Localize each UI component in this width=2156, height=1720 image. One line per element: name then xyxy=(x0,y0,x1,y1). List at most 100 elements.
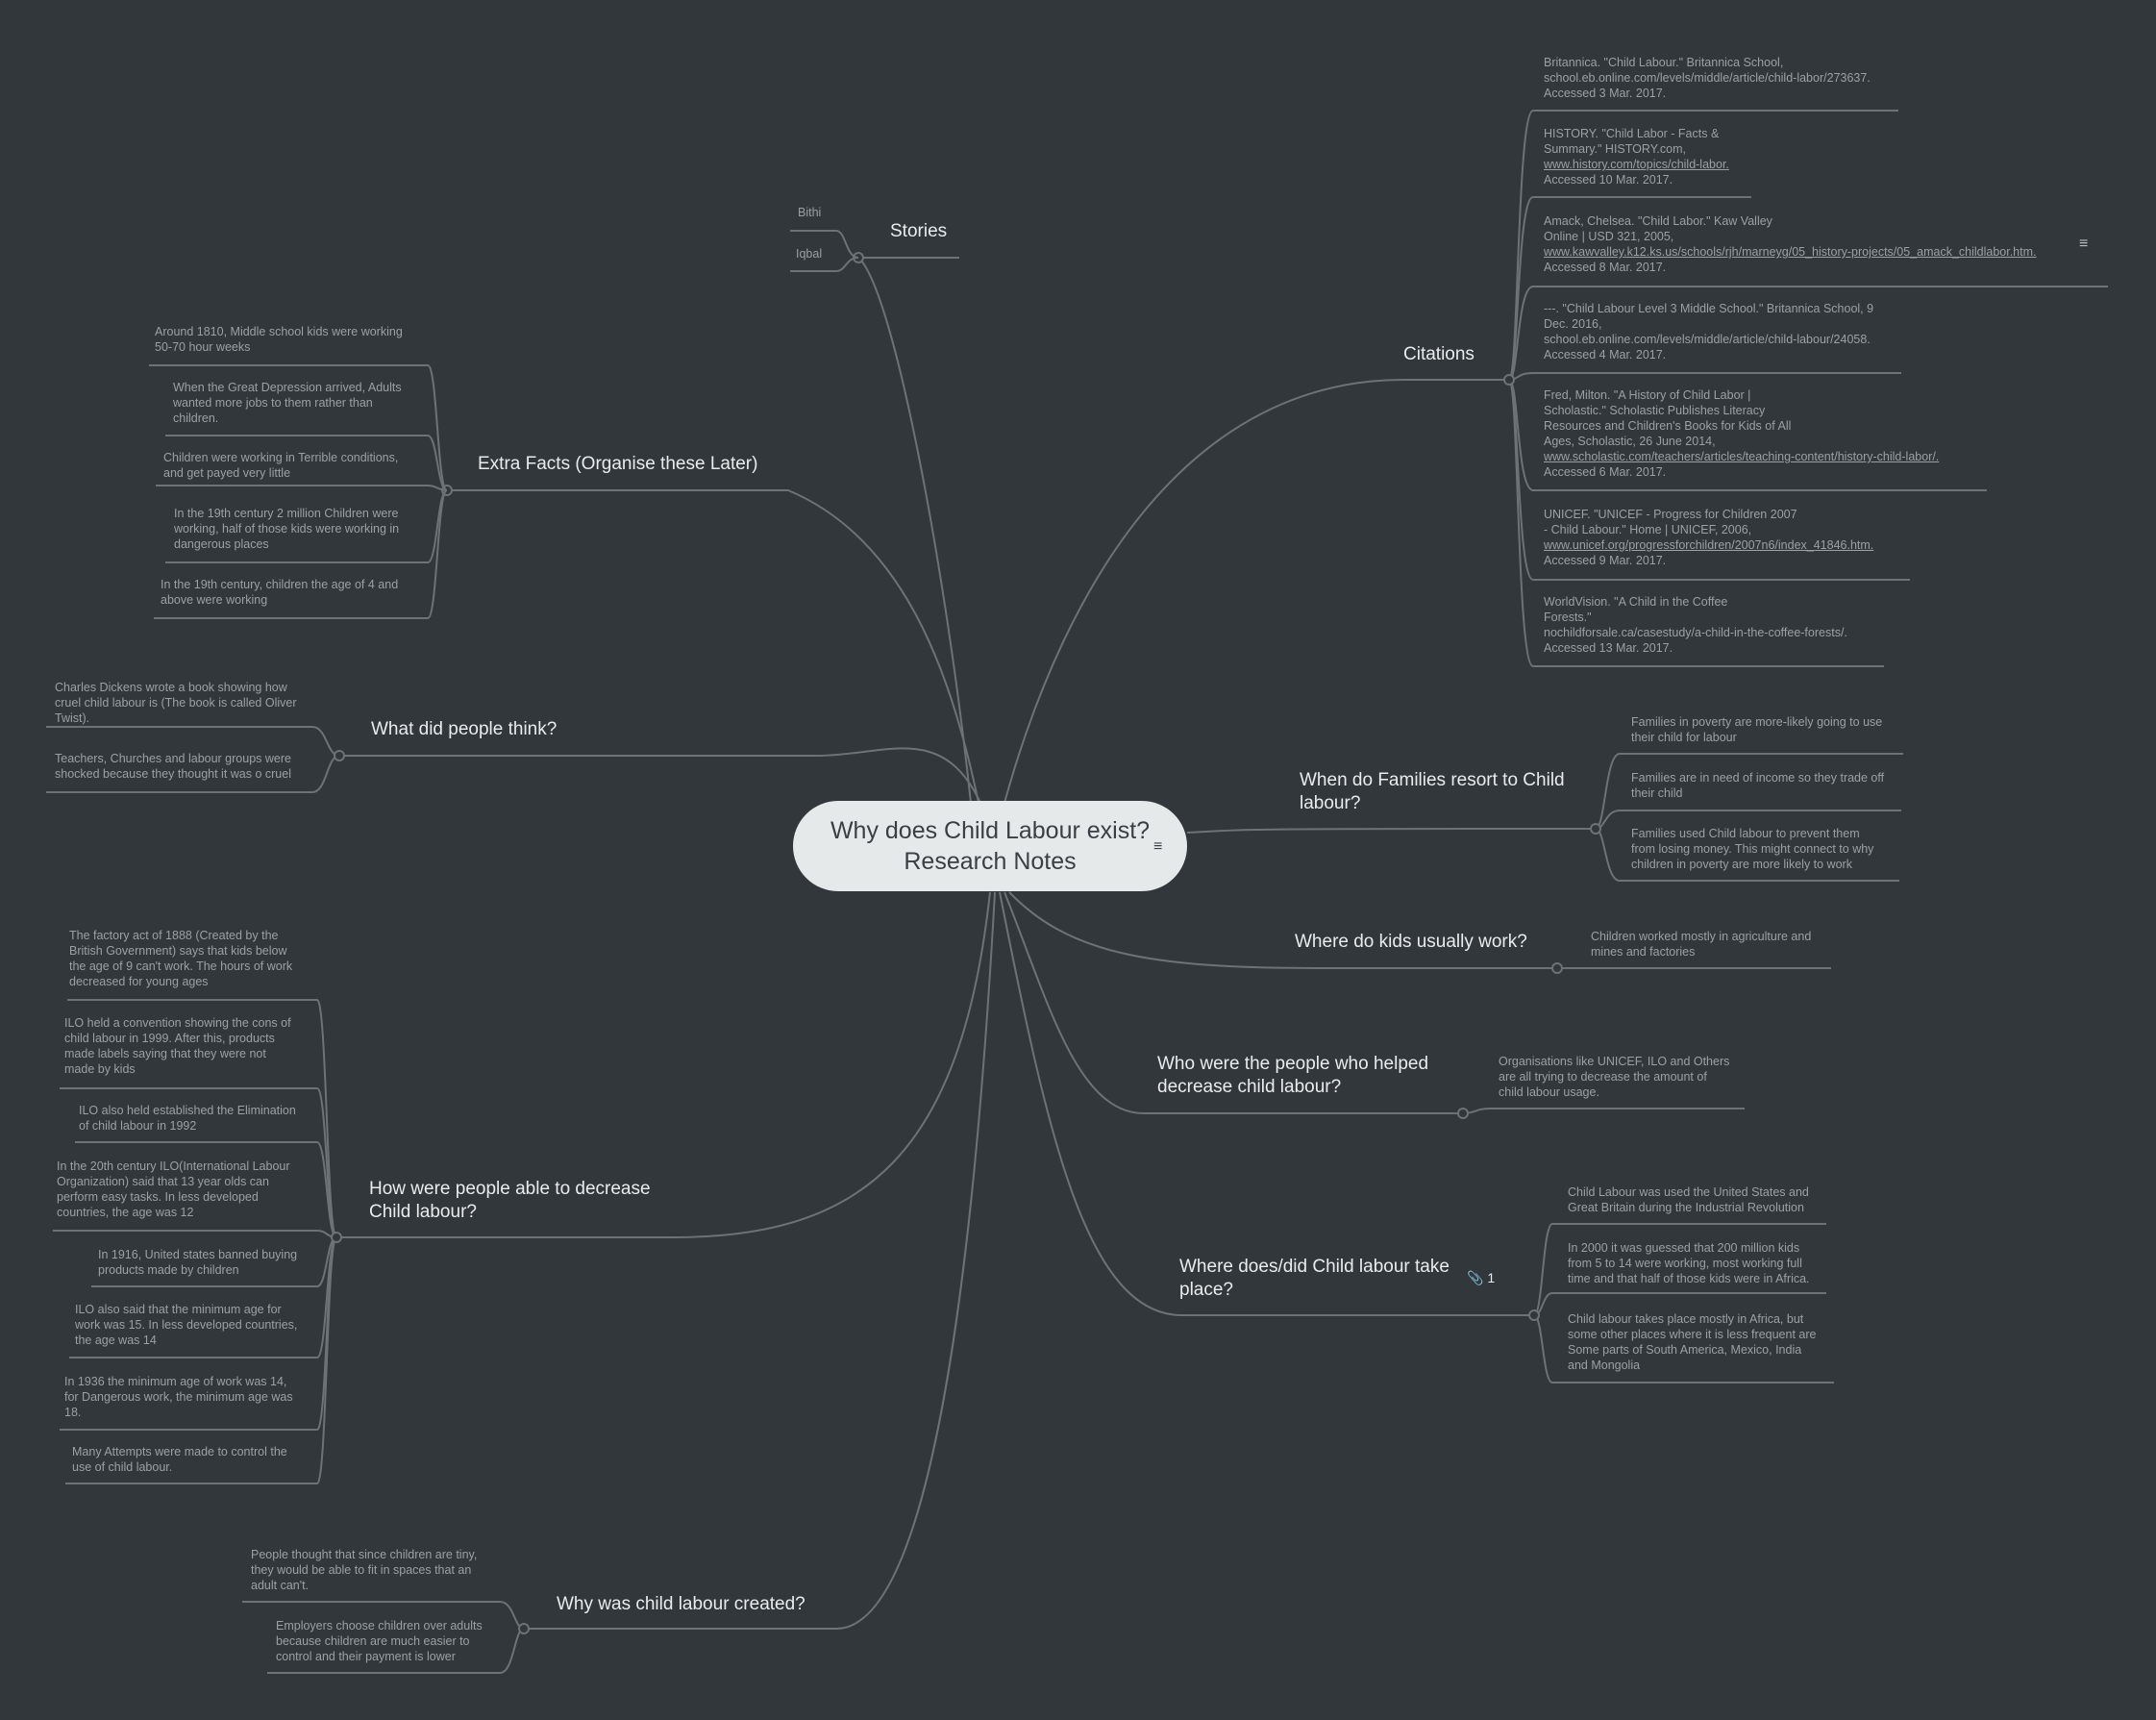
text-line: Twist). xyxy=(55,711,90,725)
text-line: nochildforsale.ca/casestudy/a-child-in-t… xyxy=(1544,626,1847,639)
text-line: above were working xyxy=(161,593,268,607)
text-line: Accessed 13 Mar. 2017. xyxy=(1544,641,1673,655)
leaf-people-think-2[interactable]: Teachers, Churches and labour groups wer… xyxy=(55,751,291,782)
citation-link[interactable]: www.history.com/topics/child-labor. xyxy=(1544,158,1729,171)
text-line: Children worked mostly in agriculture an… xyxy=(1591,930,1812,943)
leaf-decrease-1[interactable]: The factory act of 1888 (Created by the … xyxy=(69,928,292,989)
text-line: their child for labour xyxy=(1631,731,1737,744)
text-line: their child xyxy=(1631,786,1683,800)
leaf-created-2[interactable]: Employers choose children over adults be… xyxy=(276,1618,483,1664)
text-line: Accessed 9 Mar. 2017. xyxy=(1544,554,1667,567)
text-line: - Child Labour." Home | UNICEF, 2006, xyxy=(1544,523,1752,536)
text-line: ILO also held established the Eliminatio… xyxy=(79,1104,296,1117)
leaf-citation-2[interactable]: HISTORY. "Child Labor - Facts & Summary.… xyxy=(1544,126,1729,187)
leaf-citation-4[interactable]: ---. "Child Labour Level 3 Middle School… xyxy=(1544,301,1873,362)
leaf-extra-fact-2[interactable]: When the Great Depression arrived, Adult… xyxy=(173,380,402,426)
text-line: shocked because they thought it was o cr… xyxy=(55,767,291,781)
leaf-where-work-1[interactable]: Children worked mostly in agriculture an… xyxy=(1591,929,1811,960)
leaf-families-3[interactable]: Families used Child labour to prevent th… xyxy=(1631,826,1873,872)
citation-link[interactable]: www.kawvalley.k12.ks.us/schools/rjh/marn… xyxy=(1544,245,2037,259)
text-line: British Government) says that kids below xyxy=(69,944,287,958)
leaf-created-1[interactable]: People thought that since children are t… xyxy=(251,1547,477,1593)
text-line: Amack, Chelsea. "Child Labor." Kaw Valle… xyxy=(1544,214,1772,228)
text-line: Where does/did Child labour take xyxy=(1179,1257,1450,1277)
leaf-decrease-8[interactable]: Many Attempts were made to control the u… xyxy=(72,1444,287,1475)
text-line: of child labour in 1992 xyxy=(79,1119,197,1133)
text-line: and get payed very little xyxy=(163,466,291,480)
text-line: from losing money. This might connect to… xyxy=(1631,842,1874,856)
text-line: child labour usage. xyxy=(1499,1085,1599,1099)
text-line: Teachers, Churches and labour groups wer… xyxy=(55,752,291,765)
leaf-citation-3[interactable]: Amack, Chelsea. "Child Labor." Kaw Valle… xyxy=(1544,213,2037,275)
branch-citations[interactable]: Citations xyxy=(1403,344,1475,364)
leaf-decrease-4[interactable]: In the 20th century ILO(International La… xyxy=(57,1159,290,1220)
leaf-extra-fact-5[interactable]: In the 19th century, children the age of… xyxy=(161,577,398,608)
branch-where-work[interactable]: Where do kids usually work? xyxy=(1295,932,1527,952)
leaf-decrease-2[interactable]: ILO held a convention showing the cons o… xyxy=(64,1015,291,1077)
leaf-citation-5[interactable]: Fred, Milton. "A History of Child Labor … xyxy=(1544,387,1939,480)
text-line: Organization) said that 13 year olds can xyxy=(57,1175,269,1188)
text-line: the age was 14 xyxy=(75,1334,157,1347)
text-line: Child labour takes place mostly in Afric… xyxy=(1568,1312,1804,1326)
leaf-people-think-1[interactable]: Charles Dickens wrote a book showing how… xyxy=(55,680,297,726)
leaf-citation-6[interactable]: UNICEF. "UNICEF - Progress for Children … xyxy=(1544,507,1873,568)
note-icon[interactable]: ≡ xyxy=(1153,838,1163,855)
leaf-where-place-3[interactable]: Child labour takes place mostly in Afric… xyxy=(1568,1311,1816,1373)
text-line: for Dangerous work, the minimum age was xyxy=(64,1390,293,1404)
text-line: WorldVision. "A Child in the Coffee xyxy=(1544,595,1728,609)
branch-decrease[interactable]: How were people able to decrease Child l… xyxy=(369,1178,651,1224)
text-line: 18. xyxy=(64,1406,82,1419)
text-line: Families in poverty are more-likely goin… xyxy=(1631,715,1883,729)
leaf-extra-fact-4[interactable]: In the 19th century 2 million Children w… xyxy=(174,506,399,552)
text-line: decreased for young ages xyxy=(69,975,209,988)
leaf-decrease-3[interactable]: ILO also held established the Eliminatio… xyxy=(79,1103,296,1134)
note-icon[interactable]: ≡ xyxy=(2079,236,2089,252)
leaf-decrease-7[interactable]: In 1936 the minimum age of work was 14, … xyxy=(64,1374,293,1420)
text-line: Some parts of South America, Mexico, Ind… xyxy=(1568,1343,1802,1357)
leaf-who-helped-1[interactable]: Organisations like UNICEF, ILO and Other… xyxy=(1499,1054,1729,1100)
leaf-families-2[interactable]: Families are in need of income so they t… xyxy=(1631,770,1884,801)
text-line: People thought that since children are t… xyxy=(251,1548,478,1561)
branch-extra-facts[interactable]: Extra Facts (Organise these Later) xyxy=(478,454,758,474)
leaf-extra-fact-1[interactable]: Around 1810, Middle school kids were wor… xyxy=(155,324,403,355)
leaf-families-1[interactable]: Families in poverty are more-likely goin… xyxy=(1631,714,1882,745)
leaf-extra-fact-3[interactable]: Children were working in Terrible condit… xyxy=(163,450,398,481)
text-line: UNICEF. "UNICEF - Progress for Children … xyxy=(1544,508,1797,521)
text-line: adult can't. xyxy=(251,1579,310,1592)
leaf-decrease-6[interactable]: ILO also said that the minimum age for w… xyxy=(75,1302,297,1348)
attachment-count: 1 xyxy=(1487,1270,1496,1285)
text-line: Summary." HISTORY.com, xyxy=(1544,142,1686,156)
branch-families[interactable]: When do Families resort to Child labour? xyxy=(1300,769,1565,815)
text-line: decrease child labour? xyxy=(1157,1077,1342,1097)
central-topic[interactable]: Why does Child Labour exist? Research No… xyxy=(793,801,1187,891)
text-line: Families used Child labour to prevent th… xyxy=(1631,827,1860,840)
branch-who-helped[interactable]: Who were the people who helped decrease … xyxy=(1157,1053,1428,1099)
text-line: Child Labour was used the United States … xyxy=(1568,1185,1809,1199)
text-line: Many Attempts were made to control the xyxy=(72,1445,287,1458)
leaf-bithi[interactable]: Bithi xyxy=(798,206,822,219)
text-line: wanted more jobs to them rather than xyxy=(173,396,373,410)
branch-created[interactable]: Why was child labour created? xyxy=(557,1594,805,1614)
leaf-iqbal[interactable]: Iqbal xyxy=(796,247,823,261)
branch-where-place[interactable]: Where does/did Child labour take place? xyxy=(1179,1256,1450,1302)
text-line: How were people able to decrease xyxy=(369,1179,651,1199)
text-line: children. xyxy=(173,411,219,425)
branch-people-think[interactable]: What did people think? xyxy=(371,719,558,739)
text-line: Accessed 8 Mar. 2017. xyxy=(1544,261,1667,274)
leaf-decrease-5[interactable]: In 1916, United states banned buying pro… xyxy=(98,1247,297,1278)
leaf-where-place-2[interactable]: In 2000 it was guessed that 200 million … xyxy=(1568,1240,1810,1286)
branch-stories[interactable]: Stories xyxy=(890,221,948,241)
text-line: school.eb.online.com/levels/middle/artic… xyxy=(1544,71,1871,85)
text-line: 50-70 hour weeks xyxy=(155,340,251,354)
text-line: Resources and Children's Books for Kids … xyxy=(1544,419,1792,433)
text-line: Online | USD 321, 2005, xyxy=(1544,230,1674,243)
citation-link[interactable]: www.unicef.org/progressforchildren/2007n… xyxy=(1544,538,1874,552)
leaf-citation-7[interactable]: WorldVision. "A Child in the Coffee Fore… xyxy=(1544,594,1847,656)
text-line: child labour in 1999. After this, produc… xyxy=(64,1032,275,1045)
text-line: In the 19th century, children the age of… xyxy=(161,578,399,591)
attachment-badge[interactable]: 📎 1 xyxy=(1467,1270,1495,1286)
citation-link[interactable]: www.scholastic.com/teachers/articles/tea… xyxy=(1544,450,1940,463)
leaf-citation-1[interactable]: Britannica. "Child Labour." Britannica S… xyxy=(1544,55,1871,101)
text-line: products made by children xyxy=(98,1263,239,1277)
leaf-where-place-1[interactable]: Child Labour was used the United States … xyxy=(1568,1184,1809,1215)
